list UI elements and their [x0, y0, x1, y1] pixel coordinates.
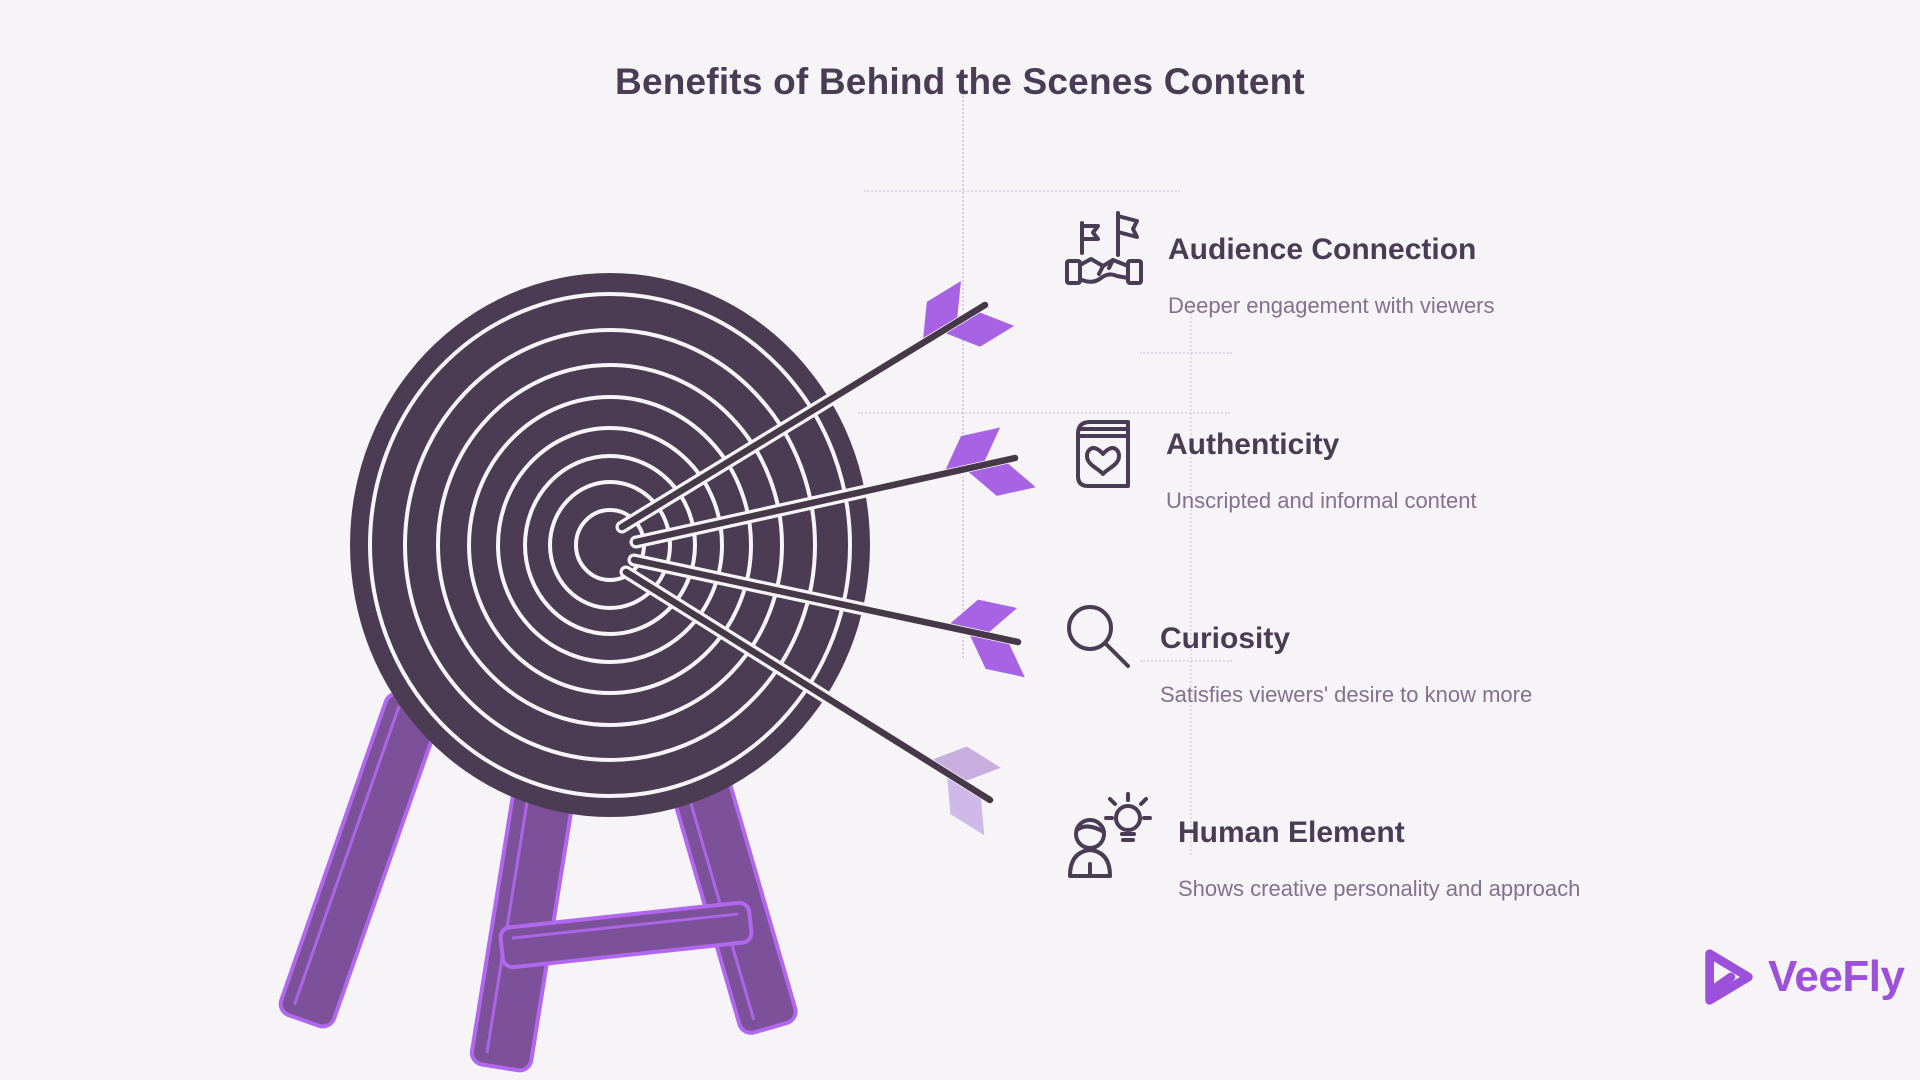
benefit-title: Authenticity — [1166, 428, 1340, 461]
veefly-logo-icon — [1705, 949, 1753, 1005]
benefit-item-authenticity: Authenticity Unscripted and informal con… — [1062, 398, 1477, 512]
benefit-title: Human Element — [1178, 816, 1405, 849]
arrow-3 — [627, 553, 1025, 678]
arrow-4 — [619, 565, 1001, 836]
benefit-description: Satisfies viewers' desire to know more — [1160, 682, 1533, 707]
benefit-title: Curiosity — [1160, 622, 1291, 655]
grid-artifact — [1140, 660, 1232, 662]
page-title: Benefits of Behind the Scenes Content — [615, 60, 1305, 102]
handshake-flags-icon — [1065, 211, 1143, 285]
benefit-description: Unscripted and informal content — [1166, 488, 1477, 513]
benefit-item-audience-connection: Audience Connection Deeper engagement wi… — [1062, 203, 1495, 317]
arrow-2 — [629, 427, 1036, 549]
benefit-description: Deeper engagement with viewers — [1168, 293, 1495, 318]
arrow-fletching — [923, 281, 1015, 347]
veefly-logo-text: VeeFly — [1768, 952, 1905, 1001]
benefit-item-curiosity: Curiosity Satisfies viewers' desire to k… — [1062, 592, 1532, 706]
magnifier-icon — [1067, 605, 1130, 668]
arrow-fletching — [950, 599, 1025, 678]
easel-crossbar — [498, 900, 754, 970]
grid-artifact — [864, 190, 1180, 192]
person-idea-icon — [1068, 792, 1152, 878]
grid-artifact — [962, 88, 964, 658]
grid-artifact — [858, 412, 1230, 414]
grid-artifact — [1190, 300, 1192, 855]
easel-left-leg — [278, 691, 442, 1029]
arrow-fletching-faded — [932, 746, 1001, 836]
book-heart-icon — [1076, 420, 1130, 488]
benefit-description: Shows creative personality and approach — [1178, 876, 1581, 901]
target-board — [350, 273, 870, 817]
grid-artifact — [1140, 352, 1232, 354]
benefit-title: Audience Connection — [1168, 233, 1477, 266]
veefly-logo[interactable]: VeeFly — [1698, 946, 1905, 1008]
arrow-1 — [615, 281, 1015, 534]
benefit-item-human-element: Human Element Shows creative personality… — [1062, 786, 1580, 900]
dartboard-illustration — [278, 273, 1036, 1073]
arrow-fletching — [945, 427, 1036, 496]
